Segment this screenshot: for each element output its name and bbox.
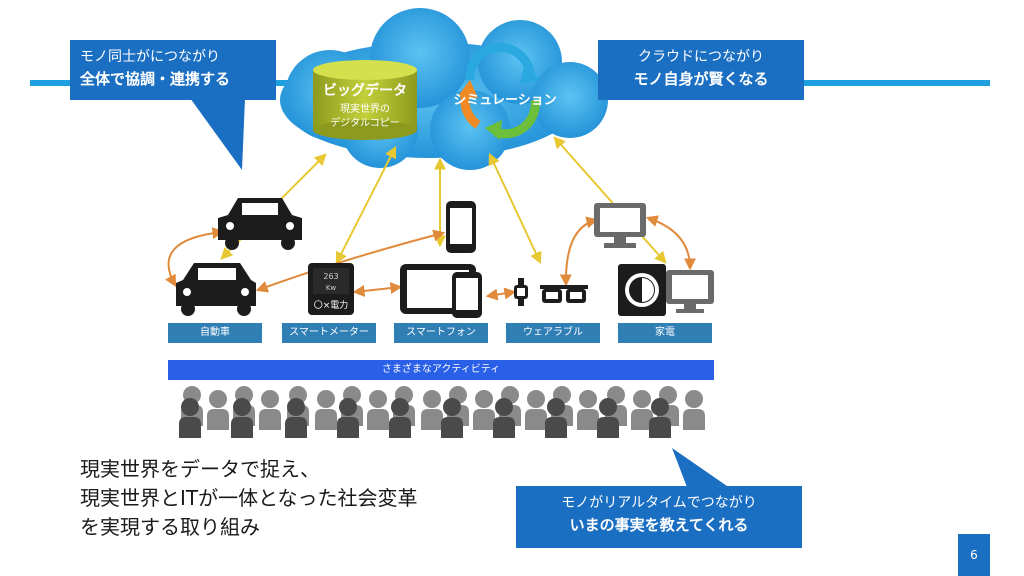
- smart-glasses-icon: [540, 285, 588, 303]
- arrow-car-car: [165, 227, 225, 288]
- page-number: 6: [958, 534, 990, 576]
- person-icon: [367, 390, 389, 430]
- category-label-appliance: 家電: [618, 323, 712, 343]
- callout-bottom-right-tail: [672, 448, 740, 495]
- simulation-label: シミュレーション: [453, 93, 556, 108]
- person-icon: [545, 398, 567, 438]
- category-label-smart-meter: スマートメーター: [282, 323, 376, 343]
- person-icon: [525, 390, 547, 430]
- person-icon: [493, 398, 515, 438]
- callout-bottom-right-line1: モノがリアルタイムでつながり: [561, 495, 757, 511]
- arrow-tablet-wearable: [485, 287, 517, 301]
- callout-top-right-line1: クラウドにつながり: [638, 49, 764, 65]
- meter-label: 〇×電力: [314, 299, 349, 311]
- person-icon: [421, 390, 443, 430]
- people-crowd: [179, 386, 705, 438]
- person-icon: [683, 390, 705, 430]
- person-icon: [441, 398, 463, 438]
- person-icon: [285, 398, 307, 438]
- person-icon: [577, 390, 599, 430]
- callout-top-left-line1: モノ同士がにつながり: [80, 49, 220, 65]
- person-icon: [473, 390, 495, 430]
- meter-value: 263: [323, 272, 338, 281]
- callout-bottom-right: モノがリアルタイムでつながり いまの事実を教えてくれる: [516, 486, 802, 548]
- header-rule-left: [30, 80, 90, 86]
- meter-unit: Kw: [326, 284, 337, 292]
- car-icon: [218, 198, 302, 250]
- activity-bar: さまざまなアクティビティ: [168, 360, 714, 380]
- header-rule-right: [790, 80, 990, 86]
- category-label-car: 自動車: [168, 323, 262, 343]
- smartwatch-icon: [514, 278, 528, 306]
- person-icon: [389, 398, 411, 438]
- smartphone-icon: [452, 272, 482, 318]
- arrow-wearable-monitor: [559, 216, 599, 287]
- person-icon: [597, 398, 619, 438]
- smartphone-icon: [446, 201, 476, 253]
- callout-top-left-line2: 全体で協調・連携する: [80, 70, 231, 88]
- category-label-wearable: ウェアラブル: [506, 323, 600, 343]
- callout-top-right: クラウドにつながり モノ自身が賢くなる: [598, 40, 804, 100]
- category-label-smartphone: スマートフォン: [394, 323, 488, 343]
- bottom-text-line1: 現実世界をデータで捉え、: [80, 457, 320, 481]
- monitor-icon: [594, 203, 646, 248]
- washing-machine-icon: [618, 264, 666, 316]
- smart-meter-icon: [308, 263, 354, 315]
- car-icon: [176, 263, 256, 316]
- bigdata-title: ビッグデータ: [323, 82, 407, 99]
- arrow-meter-tablet: [352, 282, 403, 297]
- bottom-text-line3: を実現する取り組み: [80, 515, 260, 539]
- callout-top-left-tail: [190, 98, 245, 170]
- simulation-cycle-icon: [458, 42, 540, 140]
- arrow-cloud-wearable: [488, 152, 542, 265]
- person-icon: [179, 398, 201, 438]
- tv-icon: [666, 270, 714, 313]
- arrow-monitor-appliance: [645, 215, 696, 271]
- callout-top-left: モノ同士がにつながり 全体で協調・連携する: [70, 40, 276, 100]
- person-icon: [315, 390, 337, 430]
- person-icon: [631, 390, 653, 430]
- bottom-text: 現実世界をデータで捉え、 現実世界とITが一体となった社会変革 を実現する取り組…: [80, 455, 418, 542]
- person-icon: [259, 390, 281, 430]
- person-icon: [231, 398, 253, 438]
- callout-top-right-line2: モノ自身が賢くなる: [633, 70, 769, 88]
- person-icon: [337, 398, 359, 438]
- bigdata-database-icon: [313, 60, 417, 140]
- arrow-car-phone: [255, 229, 446, 293]
- callout-bottom-right-line2: いまの事実を教えてくれる: [569, 516, 749, 534]
- bottom-text-line2: 現実世界とITが一体となった社会変革: [80, 486, 418, 510]
- bigdata-subtitle-1: 現実世界の: [340, 102, 390, 115]
- bigdata-subtitle-2: デジタルコピー: [330, 116, 400, 129]
- person-icon: [649, 398, 671, 438]
- person-icon: [207, 390, 229, 430]
